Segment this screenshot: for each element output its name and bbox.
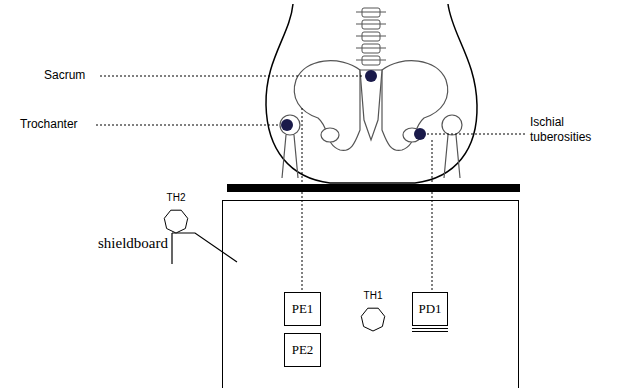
anatomy-label: Trochanter (20, 117, 78, 132)
shieldboard-symbol (172, 233, 237, 264)
sensor-box: PE2 (284, 333, 321, 367)
box-label: PE2 (288, 342, 318, 358)
part-label: shieldboard (98, 236, 168, 251)
anatomy-label: Ischial tuberosities (530, 115, 610, 145)
pelvis-bones (280, 61, 462, 178)
heptagon-sensor: TH1 (353, 290, 393, 340)
sensor-label: TH2 (167, 192, 186, 204)
leader-lines (96, 76, 526, 290)
seat-cushion (223, 201, 519, 388)
heptagon-outline (360, 306, 386, 332)
landmark-dots (281, 70, 426, 140)
heptagon-outline (163, 208, 189, 234)
box-label: PE1 (288, 301, 318, 317)
anatomy-label: Sacrum (44, 68, 85, 83)
spine (356, 8, 386, 65)
sensor-box: PD1 (412, 292, 448, 326)
body-outline (266, 4, 477, 183)
box-label: PD1 (414, 301, 445, 317)
sensor-label: TH1 (364, 290, 383, 302)
seat-bar (227, 184, 520, 192)
sensor-box: PE1 (284, 292, 321, 326)
double-underline (412, 329, 448, 332)
